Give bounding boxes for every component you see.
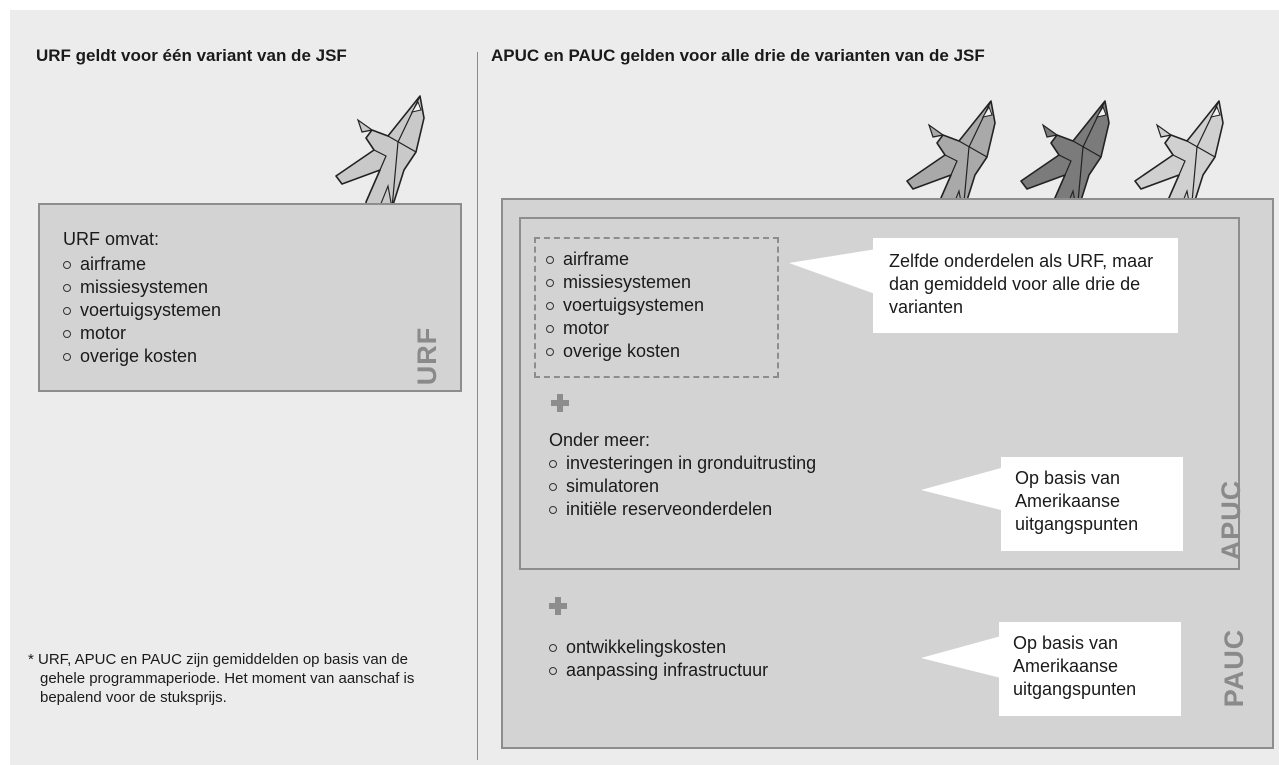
bullet-icon — [549, 482, 557, 491]
bullet-icon — [546, 278, 554, 287]
list-item: simulatoren — [546, 475, 816, 498]
plus-icon — [549, 597, 567, 615]
callout-pointer — [789, 247, 889, 299]
bullet-icon — [546, 301, 554, 310]
bullet-icon — [63, 260, 71, 269]
apuc-intro: Onder meer: — [549, 430, 651, 450]
urf-box-title: URF omvat: — [63, 229, 160, 249]
list-item: aanpassing infrastructuur — [546, 659, 768, 682]
apuc-urf-item-list: airframe missiesystemen voertuigsystemen… — [543, 248, 704, 363]
bullet-icon — [63, 306, 71, 315]
pauc-label: PAUC — [1219, 628, 1249, 708]
list-item: initiële reserveonderdelen — [546, 498, 816, 521]
bullet-icon — [549, 643, 557, 652]
footnote: * URF, APUC en PAUC zijn gemiddelden op … — [28, 651, 415, 706]
list-item: overige kosten — [543, 340, 704, 363]
list-item: airframe — [60, 253, 221, 276]
list-item: motor — [60, 322, 221, 345]
list-item: voertuigsystemen — [543, 294, 704, 317]
bullet-icon — [546, 347, 554, 356]
callout-pointer — [921, 636, 1001, 678]
bullet-icon — [549, 459, 557, 468]
urf-components-group: airframe missiesystemen voertuigsystemen… — [534, 237, 779, 378]
list-item: airframe — [543, 248, 704, 271]
bullet-icon — [549, 505, 557, 514]
right-heading: APUC en PAUC gelden voor alle drie de va… — [491, 46, 985, 65]
bullet-icon — [63, 352, 71, 361]
apuc-box: airframe missiesystemen voertuigsystemen… — [519, 217, 1246, 570]
list-item: missiesystemen — [543, 271, 704, 294]
list-item: ontwikkelingskosten — [546, 636, 768, 659]
apuc-item-list: investeringen in gronduitrusting simulat… — [546, 452, 816, 521]
urf-box: URF omvat: airframe missiesystemen voert… — [38, 203, 462, 392]
list-item: investeringen in gronduitrusting — [546, 452, 816, 475]
callout-pointer — [921, 468, 1001, 510]
list-item: overige kosten — [60, 345, 221, 368]
list-item: motor — [543, 317, 704, 340]
pauc-callout: Op basis van Amerikaanse uitgangspunten — [999, 622, 1181, 716]
bullet-icon — [546, 255, 554, 264]
pauc-box: airframe missiesystemen voertuigsystemen… — [501, 198, 1274, 749]
panel-divider — [477, 52, 478, 760]
left-heading: URF geldt voor één variant van de JSF — [36, 46, 347, 65]
urf-item-list: airframe missiesystemen voertuigsystemen… — [60, 253, 221, 368]
diagram-canvas: URF geldt voor één variant van de JSF UR… — [10, 10, 1279, 765]
bullet-icon — [63, 329, 71, 338]
pauc-item-list: ontwikkelingskosten aanpassing infrastru… — [546, 636, 768, 682]
bullet-icon — [546, 324, 554, 333]
bullet-icon — [549, 666, 557, 675]
apuc-label: APUC — [1216, 479, 1246, 561]
list-item: missiesystemen — [60, 276, 221, 299]
callout-same-components: Zelfde onderdelen als URF, maar dan gemi… — [873, 238, 1178, 333]
urf-label: URF — [412, 326, 442, 386]
plus-icon — [551, 394, 569, 412]
bullet-icon — [63, 283, 71, 292]
list-item: voertuigsystemen — [60, 299, 221, 322]
apuc-callout: Op basis van Amerikaanse uitgangspunten — [1001, 457, 1183, 551]
